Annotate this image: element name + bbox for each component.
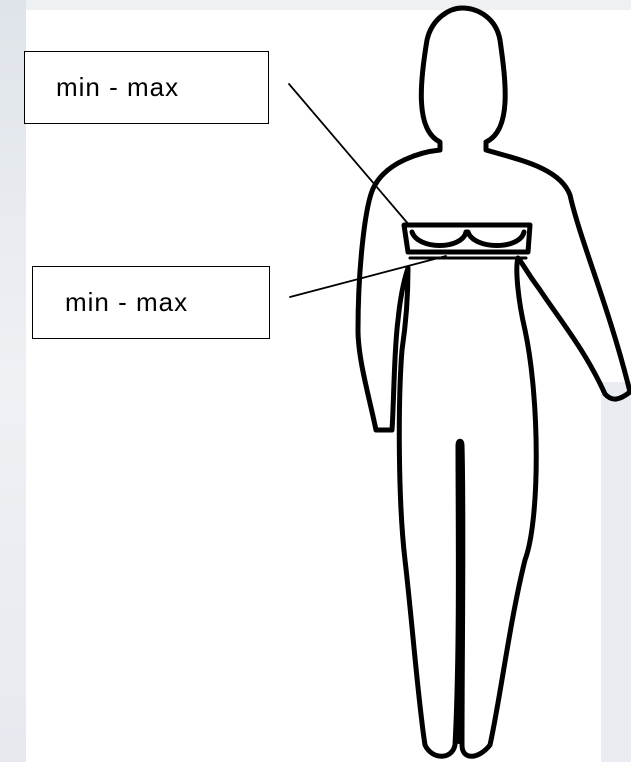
pointer-line-top bbox=[289, 84, 410, 226]
inner-leg-line bbox=[459, 445, 460, 742]
body-outline bbox=[358, 8, 630, 756]
measurement-label-top: min - max bbox=[24, 51, 269, 124]
measurement-label-bottom: min - max bbox=[32, 266, 270, 339]
measurement-text-bottom: min - max bbox=[65, 287, 188, 318]
bust-band bbox=[404, 225, 530, 252]
pointer-line-bottom bbox=[290, 256, 446, 297]
measurement-text-top: min - max bbox=[56, 72, 179, 103]
